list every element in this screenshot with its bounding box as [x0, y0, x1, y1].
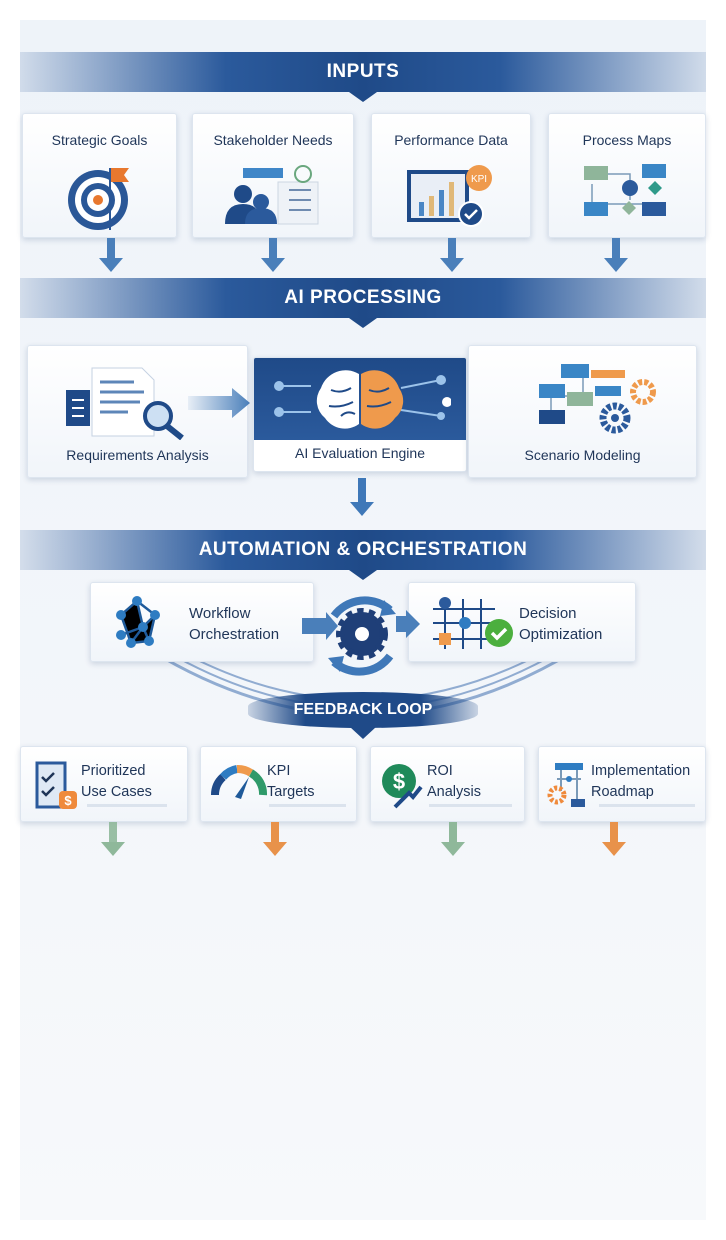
stakeholder-checklist-icon: [225, 165, 319, 225]
card-label: Stakeholder Needs: [213, 132, 333, 148]
card-label: Requirements Analysis: [66, 447, 209, 463]
checklist-dollar-icon: $: [35, 761, 77, 809]
process-map-icon: [584, 164, 666, 216]
right-arrow-icon: [188, 388, 250, 418]
input-card-strategic-goals: Strategic Goals: [22, 113, 177, 238]
inputs-banner: INPUTS: [20, 52, 706, 92]
divider: [87, 804, 167, 807]
kpi-chart-icon: KPI: [407, 165, 492, 227]
divider: [599, 804, 695, 807]
ai-processing-banner: AI PROCESSING: [20, 278, 706, 318]
inputs-title: INPUTS: [326, 61, 400, 82]
automation-banner: AUTOMATION & ORCHESTRATION: [20, 530, 706, 570]
card-label: AI Evaluation Engine: [295, 445, 425, 461]
process-card-ai-evaluation-engine: AI Evaluation Engine: [253, 357, 467, 472]
process-card-scenario-modeling: Scenario Modeling: [468, 345, 697, 478]
process-card-requirements-analysis: Requirements Analysis: [27, 345, 248, 478]
svg-text:$: $: [393, 769, 405, 794]
scenario-model-icon: [539, 364, 656, 434]
input-card-performance-data: Performance Data KPI: [371, 113, 531, 238]
decision-grid-icon: [433, 597, 513, 649]
card-label: Performance Data: [394, 132, 508, 148]
gauge-icon: [210, 765, 267, 799]
divider: [429, 804, 512, 807]
feedback-loop-banner: FEEDBACK LOOP: [248, 692, 478, 728]
input-card-stakeholder-needs: Stakeholder Needs: [192, 113, 354, 238]
dollar-growth-icon: $: [382, 764, 423, 809]
ai-processing-title: AI PROCESSING: [284, 287, 442, 308]
input-card-process-maps: Process Maps: [548, 113, 706, 238]
kpi-badge: KPI: [471, 174, 487, 185]
target-icon: [67, 168, 129, 230]
svg-text:$: $: [64, 793, 72, 808]
card-label: Strategic Goals: [51, 132, 148, 148]
ai-brain-icon: [274, 370, 451, 429]
automation-title: AUTOMATION & ORCHESTRATION: [198, 539, 528, 560]
card-label: Scenario Modeling: [524, 447, 641, 463]
card-label: Process Maps: [582, 132, 672, 148]
cycle-gear-icon: [302, 596, 420, 676]
roadmap-icon: [547, 763, 585, 807]
feedback-notch: [350, 727, 376, 739]
network-icon: [116, 596, 160, 648]
divider: [269, 804, 346, 807]
document-search-icon: [66, 367, 184, 440]
feedback-loop-title: FEEDBACK LOOP: [293, 701, 433, 718]
